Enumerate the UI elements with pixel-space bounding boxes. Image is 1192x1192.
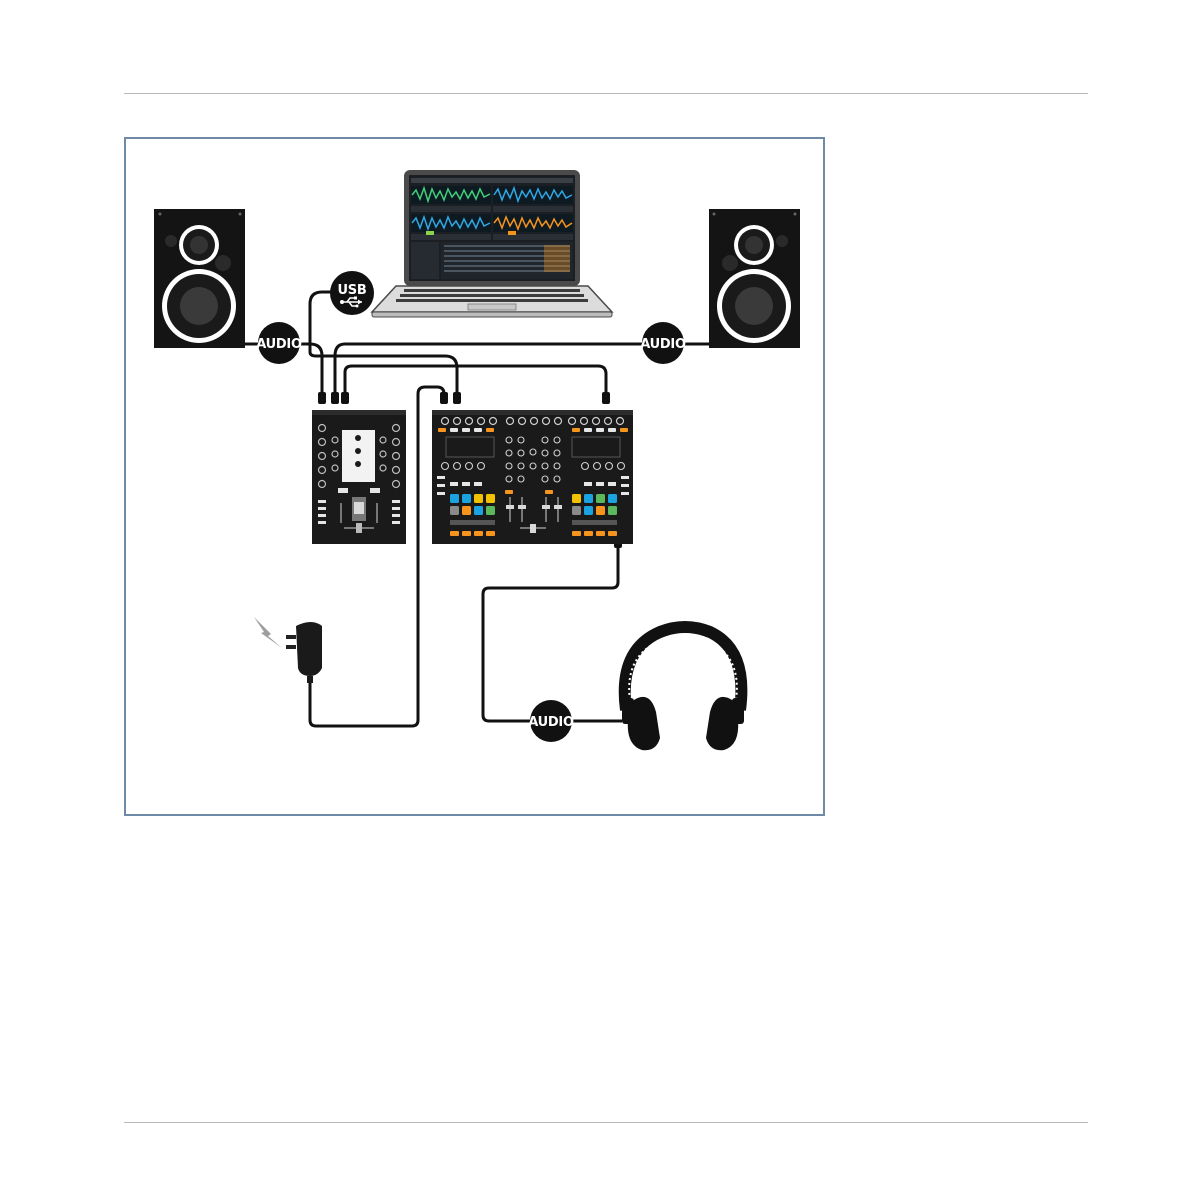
cable-link <box>345 366 606 398</box>
audio-badge-right: AUDIO <box>640 322 686 364</box>
plug <box>440 392 448 404</box>
plug <box>453 392 461 404</box>
plug <box>341 392 349 404</box>
plug <box>331 392 339 404</box>
footer-rule <box>124 1122 1088 1123</box>
plug <box>318 392 326 404</box>
headphones <box>622 627 744 750</box>
speaker-left <box>154 209 245 348</box>
dj-controller <box>432 410 633 544</box>
cable-headphones <box>483 543 622 721</box>
usb-badge-label: USB <box>338 283 367 298</box>
speaker-right <box>709 209 800 348</box>
usb-badge: USB <box>330 271 374 315</box>
plug <box>602 392 610 404</box>
laptop <box>372 170 612 317</box>
mixer-device <box>312 410 406 544</box>
audio-badge-left: AUDIO <box>256 322 302 364</box>
audio-badge-headphones-label: AUDIO <box>528 715 574 730</box>
power-adapter <box>254 617 322 683</box>
lightning-bolt-icon <box>254 617 282 648</box>
audio-badge-headphones: AUDIO <box>528 700 574 742</box>
audio-badge-left-label: AUDIO <box>256 337 302 352</box>
audio-badge-right-label: AUDIO <box>640 337 686 352</box>
